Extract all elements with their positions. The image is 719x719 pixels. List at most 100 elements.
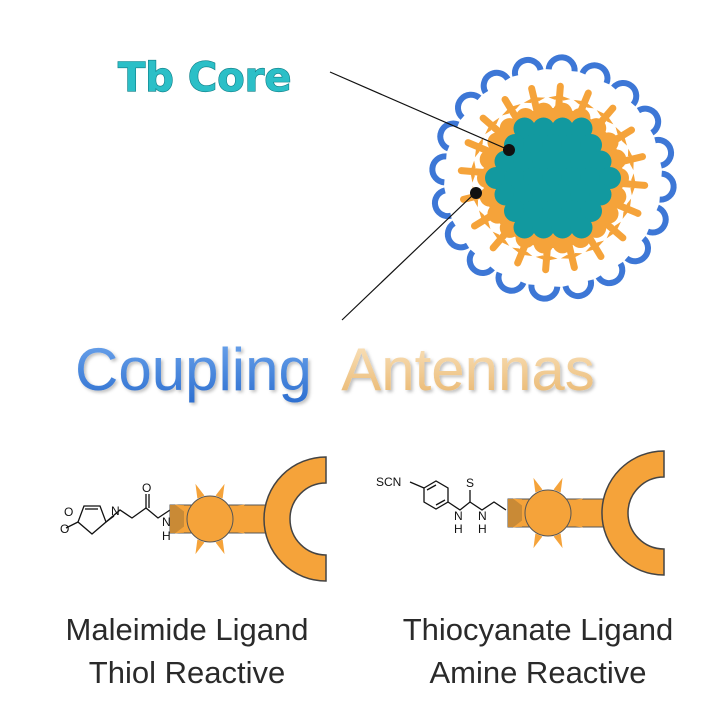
- coupling-antennas-heading: Coupling Antennas: [75, 336, 595, 403]
- tb-core-spheres: [485, 117, 621, 239]
- tb-sphere: [561, 200, 583, 222]
- tb-sphere: [523, 134, 545, 156]
- antenna-sun-core: [186, 495, 234, 543]
- tb-sphere: [570, 183, 593, 206]
- antenna-ray: [472, 197, 479, 208]
- antenna-pointer-dot: [470, 187, 482, 199]
- antenna-sun-ray: [195, 539, 205, 555]
- scn-label: SCN: [376, 475, 401, 489]
- coupler-crescent: [429, 153, 447, 186]
- antenna-ray: [489, 117, 500, 125]
- coupler-crescent: [636, 105, 662, 136]
- coupler-crescent: [454, 91, 482, 120]
- tb-sphere: [504, 167, 526, 189]
- antenna-sun-core: [524, 489, 572, 537]
- antenna-ray: [478, 210, 485, 222]
- tb-sphere: [523, 200, 545, 222]
- antenna-ray: [606, 231, 617, 239]
- tb-sphere: [532, 216, 555, 239]
- shell-bump: [533, 233, 554, 254]
- coupler-crescent: [466, 249, 495, 277]
- maleimide-o-bottom: O: [60, 522, 69, 536]
- antenna-ray: [523, 97, 534, 104]
- shell-bump: [552, 102, 573, 123]
- coupler-crescent: [579, 62, 611, 85]
- antenna-ray: [626, 198, 632, 210]
- antenna-sun-ray: [568, 498, 584, 508]
- antenna-coupler-c: [601, 450, 665, 576]
- coupler-crescent: [545, 54, 578, 72]
- amide-n-left: N: [162, 515, 171, 529]
- antenna-ray: [627, 148, 634, 159]
- antenna-sun-ray: [553, 477, 563, 493]
- tb-sphere: [532, 117, 555, 140]
- nanoparticle-illustration: [429, 54, 677, 302]
- antenna-ray: [548, 95, 560, 100]
- tb-sphere: [485, 167, 507, 189]
- antenna-ray: [560, 254, 573, 259]
- antenna-ray: [501, 107, 510, 116]
- outer-couplers: [429, 54, 677, 302]
- coupler-crescent: [611, 79, 640, 107]
- shell-bump: [598, 132, 619, 153]
- tb-sphere: [542, 167, 564, 189]
- tb-sphere: [570, 216, 593, 239]
- antenna-sun-ray: [215, 539, 225, 555]
- antenna-glyph-right: [507, 450, 665, 576]
- coupler-crescent: [437, 120, 460, 152]
- shell-bump: [479, 186, 500, 207]
- antenna-ray: [585, 246, 597, 253]
- antenna-ray: [521, 251, 533, 257]
- tb-sphere: [580, 134, 602, 156]
- tb-sphere: [551, 183, 574, 206]
- coupler-crescent: [431, 187, 452, 220]
- amide-h-left: H: [162, 529, 171, 543]
- shell-bump: [487, 203, 508, 224]
- antenna-sun-ray: [230, 504, 246, 514]
- coupler-crescent: [595, 261, 626, 287]
- antenna-ray: [614, 221, 621, 232]
- coupler-crescent: [624, 236, 652, 265]
- antenna-ray: [509, 103, 521, 110]
- antenna-sun-ray: [215, 483, 225, 499]
- tb-sphere: [570, 117, 593, 140]
- tb-sphere: [551, 117, 574, 140]
- antenna-sun-ray: [230, 524, 246, 534]
- heading-word-coupling: Coupling: [75, 336, 312, 403]
- antenna-ray: [572, 252, 583, 259]
- antenna-sun-ray: [195, 483, 205, 499]
- coupler-crescent: [528, 284, 561, 302]
- tb-sphere: [513, 117, 536, 140]
- maleimide-n: N: [111, 504, 120, 518]
- antenna-ray: [492, 231, 500, 242]
- shell-bump: [533, 102, 554, 123]
- antenna-ray: [584, 101, 594, 109]
- thiourea-s: S: [466, 476, 474, 490]
- antenna-ray: [621, 134, 628, 146]
- antenna-ray: [535, 255, 547, 261]
- antenna-ray: [470, 171, 475, 183]
- maleimide-o-top: O: [64, 505, 73, 519]
- heading-word-antennas: Antennas: [341, 336, 595, 403]
- tb-sphere: [570, 150, 593, 173]
- caption-ligand-2-name: Thiocyanate Ligand: [403, 612, 674, 647]
- coupler-crescent: [480, 69, 511, 95]
- tb-sphere: [589, 183, 612, 206]
- thiourea-n1: N: [454, 509, 463, 523]
- tb-sphere: [580, 167, 602, 189]
- caption-ligand-2-reactivity: Amine Reactive: [429, 655, 646, 690]
- tb-sphere: [494, 183, 517, 206]
- thiourea-h1: H: [454, 522, 463, 536]
- tb-sphere: [561, 134, 583, 156]
- antenna-ray: [512, 247, 522, 255]
- antenna-sun-ray: [553, 533, 563, 549]
- shell-bump: [606, 149, 627, 170]
- antenna-bar-end: [508, 499, 522, 527]
- thiourea-n2: N: [478, 509, 487, 523]
- antenna-sun-ray: [533, 477, 543, 493]
- antenna-ray: [474, 146, 480, 158]
- tb-sphere: [551, 216, 574, 239]
- antenna-ray: [533, 97, 546, 102]
- tb-sphere: [513, 150, 536, 173]
